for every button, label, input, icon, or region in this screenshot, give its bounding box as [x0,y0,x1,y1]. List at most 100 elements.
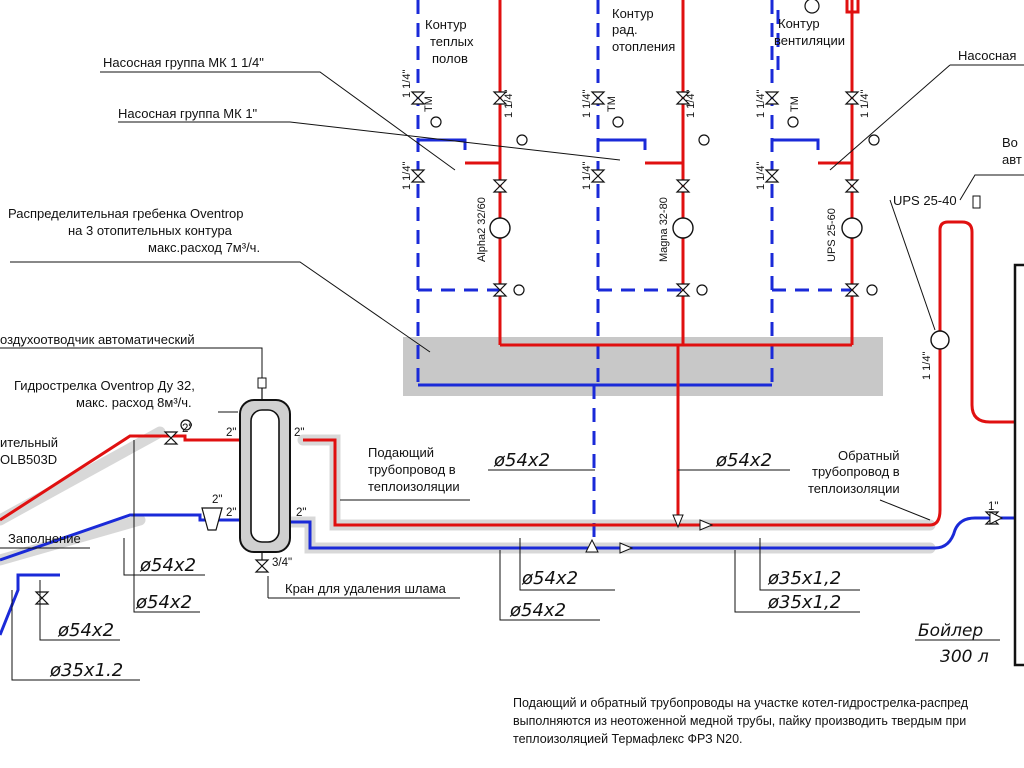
arrow-icon [699,519,714,531]
size-label: 1 1/4" [755,162,767,190]
valve-icon [492,283,508,297]
dim-label: ø54x2 [521,568,578,589]
arrow-icon [989,511,1004,525]
boiler-tank [1013,263,1024,667]
pumps [489,217,950,350]
pump-model-1: Alpha2 32/60 [476,197,488,262]
contour-floor-line2: теплых [430,34,474,49]
dim-label: ø54x2 [139,555,196,576]
valves [34,91,1000,605]
pump-icon [841,217,863,239]
gauges [180,0,880,431]
size-label: 1" [988,501,998,513]
contour-rad-line2: рад. [612,22,638,37]
gauge-icon [868,134,880,146]
right-top-label-1: Во [1002,135,1018,150]
dim-label: ø35x1,2 [767,568,841,589]
size-label: 1 1/4" [401,70,413,98]
size-label: 1 1/4" [401,162,413,190]
size-label: 3/4" [272,557,292,569]
ups-label: UPS 25-40 [893,193,957,208]
dim-label: ø54x2 [135,592,192,613]
valve-icon [492,91,508,105]
contour-vent-line1: Контур [778,16,820,31]
gauge-icon [516,134,528,146]
thermometer-icon [430,116,442,128]
valve-icon [410,169,426,183]
contour-vent-line2: вентиляции [774,33,845,48]
hydro-sep-label-2: макс. расход 8м³/ч. [76,395,192,410]
size-label: 2" [226,507,236,519]
size-label: 1 1/4" [859,90,871,118]
size-label: 1 1/4" [581,162,593,190]
pump-icon [489,217,511,239]
dimension-labels: ø54x2 ø54x2 ø54x2 ø54x2 ø54x2 ø54x2 ø54x… [49,450,841,681]
size-label: 2" [296,507,306,519]
size-label: 1 1/4" [503,90,515,118]
fitting-size-labels: 1 1/4" 1 1/4" 1 1/4" 1 1/4" 1 1/4" 1 1/4… [182,70,998,569]
note-line-2: выполняются из неотоженной медной трубы,… [513,714,966,728]
filling-pipe [0,573,60,636]
thermometer-icon [612,116,624,128]
sludge-valve-label: Кран для удаления шлама [285,581,447,596]
hydraulic-separator [239,377,291,572]
valve-icon [844,283,860,297]
valve-icon [675,179,691,193]
size-label: 1 1/4" [685,90,697,118]
dim-label: ø54x2 [509,600,566,621]
main-supply-pipe [303,220,1015,527]
contour-floor-line3: полов [432,51,468,66]
arrow-icon [585,538,599,553]
size-label: 1 1/4" [755,90,767,118]
main-return-pipe [270,516,1015,550]
dim-label: ø54x2 [493,450,550,471]
size-label: 1 1/4" [581,90,593,118]
pump-group-right-label: Насосная [958,48,1016,63]
gauge-icon [804,0,820,14]
dim-label: ø35x1.2 [49,660,123,681]
size-label: 2" [226,427,236,439]
pump-model-2: Magna 32-80 [658,197,670,262]
valve-icon [163,431,179,445]
air-vent-icon [972,195,981,209]
supply-pipe-label-1: Подающий [368,445,434,460]
flow-arrows [585,511,1004,554]
tm-label: ТМ [789,96,801,112]
filter-icon [201,507,223,531]
size-label: 2" [212,494,222,506]
filling-label: Заполнение [8,531,81,546]
manifold-label-2: на 3 отопительных контура [68,223,233,238]
boiler-left-label-1: ительный [0,435,58,450]
boiler-left-label-2: OLB503D [0,452,57,467]
valve-icon [34,591,50,605]
manifold-label-1: Распределительная гребенка Oventrop [8,206,244,221]
pump-icon [930,330,950,350]
dim-label: ø54x2 [715,450,772,471]
tm-label: ТМ [606,96,618,112]
gauge-icon [698,134,710,146]
arrow-icon [672,514,684,529]
return-pipe-label-2: трубопровод в [812,464,900,479]
circuit-rad [596,0,685,385]
size-label: 2" [294,427,304,439]
size-label: 2" [182,423,192,435]
manifold-label-3: макс.расход 7м³/ч. [148,240,260,255]
boiler-right-label-2: 300 л [940,647,989,667]
return-pipe-label-1: Обратный [838,448,899,463]
valve-icon [844,179,860,193]
valve-icon [675,91,691,105]
tm-label: ТМ [423,96,435,112]
return-pipe-label-3: теплоизоляции [808,481,900,496]
valve-icon [492,179,508,193]
pump-model-3: UPS 25-60 [826,208,838,262]
contour-rad-line3: отопления [612,39,675,54]
air-vent-label: оздухоотводчик автоматический [0,332,195,347]
valve-icon [590,91,606,105]
valve-icon [844,91,860,105]
size-label: 1 1/4" [921,352,933,380]
valve-icon [590,169,606,183]
hydro-sep-label-1: Гидрострелка Oventrop Ду 32, [14,378,195,393]
right-top-label-2: авт [1002,152,1022,167]
note-line-3: теплоизоляцией Термафлекс ФРЗ N20. [513,732,743,746]
